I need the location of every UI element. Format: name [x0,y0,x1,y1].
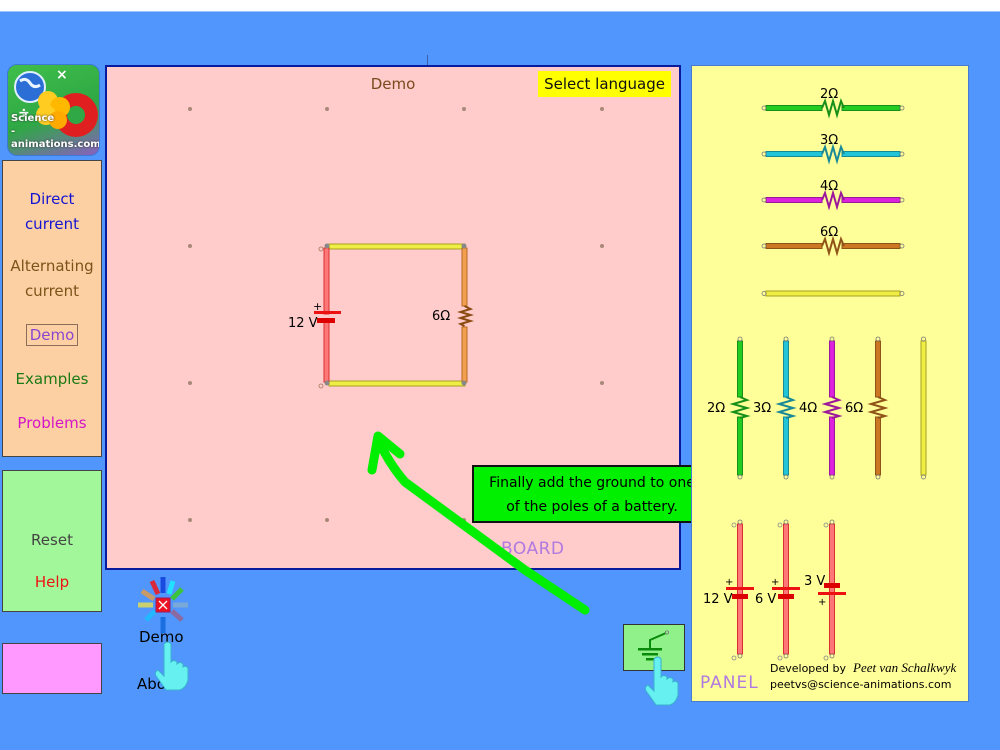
resistor-label: 2Ω [707,401,725,416]
logo-text-line1: Science [11,113,55,124]
menu-item-problems[interactable]: Problems [3,411,101,436]
resistor-zigzag-icon [821,97,845,119]
ground-icon [638,630,670,661]
board-canvas: + 12 V 6Ω [188,107,604,522]
help-button[interactable]: Help [34,573,70,591]
battery-plus-label: + [818,597,826,608]
resistor-zigzag-icon [821,189,845,211]
panel-horizontal-resistor[interactable]: 2Ω [761,87,905,119]
main-menu: Direct current Alternating current Demo … [2,160,102,457]
tooltip-line1: Finally add the ground to one [489,475,695,491]
control-box: Reset Help [2,470,102,612]
resistor-zigzag-icon [821,143,845,165]
resistor-zigzag-icon [867,396,889,419]
grid-dot [600,244,604,248]
tooltip-line2: of the poles of a battery. [506,499,678,515]
resistor-label: 3Ω [820,133,838,148]
hand-pointer-icon [644,656,679,706]
grid-dot [600,381,604,385]
resistor-6-ohm[interactable] [457,247,474,383]
panel-horizontal-resistor[interactable]: 4Ω [761,179,905,211]
demo-button[interactable]: Demo [139,628,184,646]
demo-spinner-icon[interactable] [130,575,200,635]
resistor-label: 4Ω [799,401,817,416]
instruction-tooltip: Finally add the ground to one of the pol… [472,465,712,523]
logo-icon: × ÷ [14,67,98,137]
grid-dot [188,244,192,248]
resistor-zigzag-icon [775,396,797,419]
grid-dot [188,107,192,111]
credits-prefix: Developed by [770,662,847,675]
svg-text:÷: ÷ [18,105,30,121]
color-box [2,643,102,694]
panel-horizontal-resistor[interactable]: 6Ω [761,225,905,257]
panel-vertical-resistor[interactable]: 4Ω [799,336,843,480]
top-wire[interactable] [328,243,466,250]
grid-dot [600,107,604,111]
resistor-label: 3Ω [753,401,771,416]
bottom-wire[interactable] [328,380,466,387]
resistor-label: 4Ω [820,179,838,194]
panel-horizontal-wire[interactable] [761,290,905,297]
menu-item-demo[interactable]: Demo [3,323,101,348]
hint-arrow-icon [367,431,590,615]
grid-dot [188,518,192,522]
resistor-label: 6Ω [432,309,450,324]
reset-button[interactable]: Reset [31,531,73,549]
resistor-label: 6Ω [845,401,863,416]
menu-label: Problems [17,414,87,432]
grid-dot [462,107,466,111]
panel-battery[interactable]: +12 V [703,519,754,661]
center-tick-mark [427,55,428,65]
battery-12v[interactable] [314,247,341,383]
menu-item-examples[interactable]: Examples [3,367,101,392]
resistor-zigzag-icon [457,305,474,327]
grid-dot [325,518,329,522]
battery-voltage-label: 12 V [703,592,733,607]
menu-label: current [24,215,80,233]
resistor-zigzag-icon [729,396,751,419]
resistor-label: 6Ω [820,225,838,240]
hand-pointer-icon [154,641,189,691]
resistor-zigzag-icon [821,235,845,257]
menu-label: Alternating [10,257,94,275]
resistor-zigzag-icon [821,396,843,419]
logo-text-line2: -animations.com [11,126,100,150]
menu-item-direct-current[interactable]: Direct current [3,187,101,237]
battery-voltage-label: 3 V [804,574,825,589]
menu-label: Demo [25,324,79,346]
resistor-label: 2Ω [820,87,838,102]
science-animations-logo[interactable]: × ÷ Science -animations.com [7,64,100,156]
panel-vertical-resistor[interactable]: 3Ω [753,336,797,480]
panel-label: PANEL [700,673,759,693]
select-language-button[interactable]: Select language [538,71,671,97]
menu-item-alternating-current[interactable]: Alternating current [3,254,101,304]
credits-name: Peet van Schalkwyk [853,660,957,675]
board-title: Demo [370,75,416,93]
panel-horizontal-resistor[interactable]: 3Ω [761,133,905,165]
menu-label: current [24,282,80,300]
battery-plus-label: + [313,300,322,313]
panel-vertical-wire[interactable] [920,336,927,480]
panel-battery[interactable]: +3 V [804,519,846,661]
panel-battery[interactable]: +6 V [755,519,800,661]
grid-dot [188,381,192,385]
menu-label: Examples [15,370,89,388]
battery-voltage-label: 12 V [288,316,318,331]
menu-label: Direct [29,190,75,208]
battery-plus-label: + [771,577,779,588]
credits: Developed by Peet van Schalkwyk peetvs@s… [770,660,956,693]
board-label: BOARD [501,539,565,559]
credits-email[interactable]: peetvs@science-animations.com [770,678,952,691]
circuit: + 12 V 6Ω [288,243,474,389]
panel-vertical-resistor[interactable]: 2Ω [707,336,751,480]
battery-plus-label: + [725,577,733,588]
grid-dot [325,107,329,111]
panel-vertical-resistor[interactable]: 6Ω [845,336,889,480]
battery-voltage-label: 6 V [755,592,776,607]
svg-text:×: × [56,67,68,83]
